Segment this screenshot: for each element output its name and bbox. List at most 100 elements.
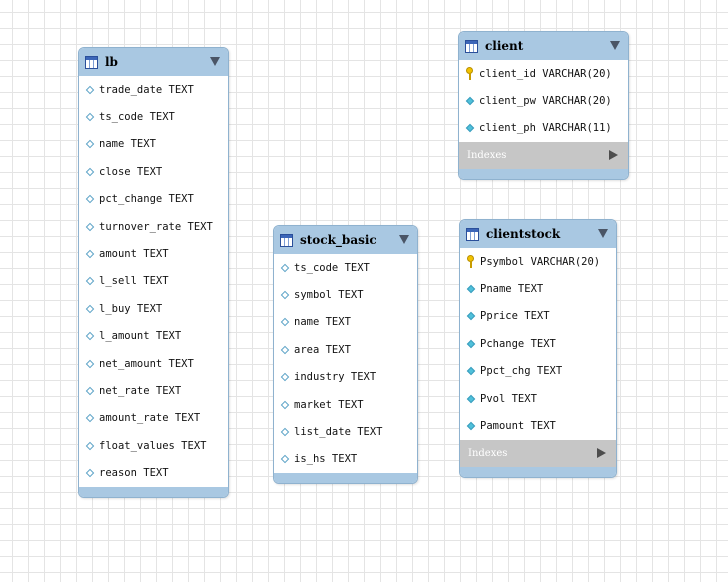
column-row[interactable]: float_values TEXT (79, 432, 228, 459)
column-row[interactable]: pct_change TEXT (79, 186, 228, 213)
column-label: ts_code TEXT (99, 111, 175, 124)
table-header[interactable]: clientstock (460, 220, 616, 248)
column-label: client_id VARCHAR(20) (479, 67, 612, 80)
column-diamond-icon (85, 167, 95, 177)
table-icon (466, 227, 479, 241)
column-row[interactable]: name TEXT (79, 131, 228, 158)
column-label: Pprice TEXT (480, 310, 550, 323)
column-row[interactable]: turnover_rate TEXT (79, 213, 228, 240)
column-diamond-icon (466, 421, 476, 431)
table-icon (85, 55, 98, 69)
collapse-arrow-icon[interactable] (598, 229, 608, 238)
column-row[interactable]: name TEXT (274, 309, 417, 336)
column-label: industry TEXT (294, 371, 377, 384)
column-label: Ppct_chg TEXT (480, 365, 563, 378)
column-row[interactable]: Psymbol VARCHAR(20) (460, 248, 616, 275)
table-client[interactable]: client client_id VARCHAR(20) client_pw V… (458, 31, 629, 181)
column-diamond-icon (85, 249, 95, 259)
column-label: Pchange TEXT (480, 337, 556, 350)
table-name: client (485, 39, 524, 53)
column-diamond-icon (85, 140, 95, 149)
table-footer (79, 486, 228, 497)
column-label: symbol TEXT (294, 289, 364, 302)
column-row[interactable]: client_id VARCHAR(20) (459, 60, 628, 87)
table-lb[interactable]: lb trade_date TEXT ts_code TEXT name TEX… (78, 47, 229, 498)
table-stock-basic[interactable]: stock_basic ts_code TEXT symbol TEXT nam… (273, 225, 418, 485)
column-row[interactable]: net_amount TEXT (79, 350, 228, 377)
column-label: client_pw VARCHAR(20) (479, 95, 612, 108)
column-label: close TEXT (99, 165, 163, 178)
column-label: float_values TEXT (99, 439, 207, 452)
column-diamond-icon (85, 359, 95, 368)
column-label: turnover_rate TEXT (99, 220, 213, 233)
column-label: l_amount TEXT (99, 330, 182, 343)
column-label: list_date TEXT (294, 426, 383, 439)
column-diamond-icon (280, 263, 290, 272)
column-diamond-icon (85, 414, 95, 423)
column-diamond-icon (280, 345, 290, 355)
expand-arrow-icon[interactable] (597, 447, 606, 458)
column-row[interactable]: is_hs TEXT (274, 446, 417, 473)
column-diamond-icon (85, 468, 95, 478)
column-row[interactable]: net_rate TEXT (79, 377, 228, 404)
column-row[interactable]: client_ph VARCHAR(11) (459, 115, 628, 142)
table-icon (465, 39, 478, 53)
column-row[interactable]: client_pw VARCHAR(20) (459, 87, 628, 114)
column-label: ts_code TEXT (294, 261, 370, 274)
indexes-section[interactable]: Indexes (459, 142, 628, 170)
column-label: l_sell TEXT (99, 275, 169, 288)
column-diamond-icon (85, 112, 95, 122)
column-row[interactable]: ts_code TEXT (274, 254, 417, 281)
column-row[interactable]: ts_code TEXT (79, 103, 228, 130)
table-header[interactable]: stock_basic (274, 226, 417, 254)
column-row[interactable]: Ppct_chg TEXT (460, 358, 616, 385)
column-row[interactable]: area TEXT (274, 336, 417, 363)
column-diamond-icon (280, 373, 290, 382)
column-diamond-icon (280, 318, 290, 327)
column-diamond-icon (466, 312, 476, 321)
table-header[interactable]: lb (79, 48, 228, 76)
column-row[interactable]: industry TEXT (274, 364, 417, 391)
table-clientstock[interactable]: clientstock Psymbol VARCHAR(20) Pname TE… (459, 219, 617, 478)
column-diamond-icon (85, 386, 95, 396)
column-diamond-icon (465, 96, 475, 106)
indexes-label: Indexes (468, 447, 508, 459)
expand-arrow-icon[interactable] (609, 150, 618, 161)
column-diamond-icon (85, 331, 95, 341)
column-row[interactable]: close TEXT (79, 158, 228, 185)
column-row[interactable]: Pamount TEXT (460, 412, 616, 439)
primary-key-icon (465, 66, 475, 81)
column-row[interactable]: l_sell TEXT (79, 268, 228, 295)
column-row[interactable]: Pvol TEXT (460, 385, 616, 412)
column-diamond-icon (85, 222, 95, 231)
column-row[interactable]: trade_date TEXT (79, 76, 228, 103)
indexes-section[interactable]: Indexes (460, 439, 616, 467)
column-row[interactable]: market TEXT (274, 391, 417, 418)
column-label: Pamount TEXT (480, 420, 556, 433)
table-footer (459, 169, 628, 180)
column-row[interactable]: amount TEXT (79, 240, 228, 267)
column-row[interactable]: Pprice TEXT (460, 303, 616, 330)
column-row[interactable]: list_date TEXT (274, 418, 417, 445)
column-diamond-icon (466, 284, 476, 294)
column-diamond-icon (280, 400, 290, 409)
column-label: pct_change TEXT (99, 193, 194, 206)
column-diamond-icon (466, 339, 476, 349)
collapse-arrow-icon[interactable] (210, 57, 220, 66)
column-row[interactable]: Pname TEXT (460, 275, 616, 302)
table-name: clientstock (486, 227, 561, 241)
column-label: amount TEXT (99, 248, 169, 261)
table-footer (274, 473, 417, 484)
column-diamond-icon (465, 124, 475, 133)
column-label: Pvol TEXT (480, 392, 537, 405)
column-row[interactable]: Pchange TEXT (460, 330, 616, 357)
column-row[interactable]: l_amount TEXT (79, 323, 228, 350)
column-row[interactable]: l_buy TEXT (79, 295, 228, 322)
column-row[interactable]: reason TEXT (79, 459, 228, 486)
column-row[interactable]: amount_rate TEXT (79, 405, 228, 432)
table-header[interactable]: client (459, 32, 628, 60)
collapse-arrow-icon[interactable] (610, 41, 620, 50)
collapse-arrow-icon[interactable] (399, 235, 409, 244)
column-label: name TEXT (99, 138, 156, 151)
column-row[interactable]: symbol TEXT (274, 281, 417, 308)
